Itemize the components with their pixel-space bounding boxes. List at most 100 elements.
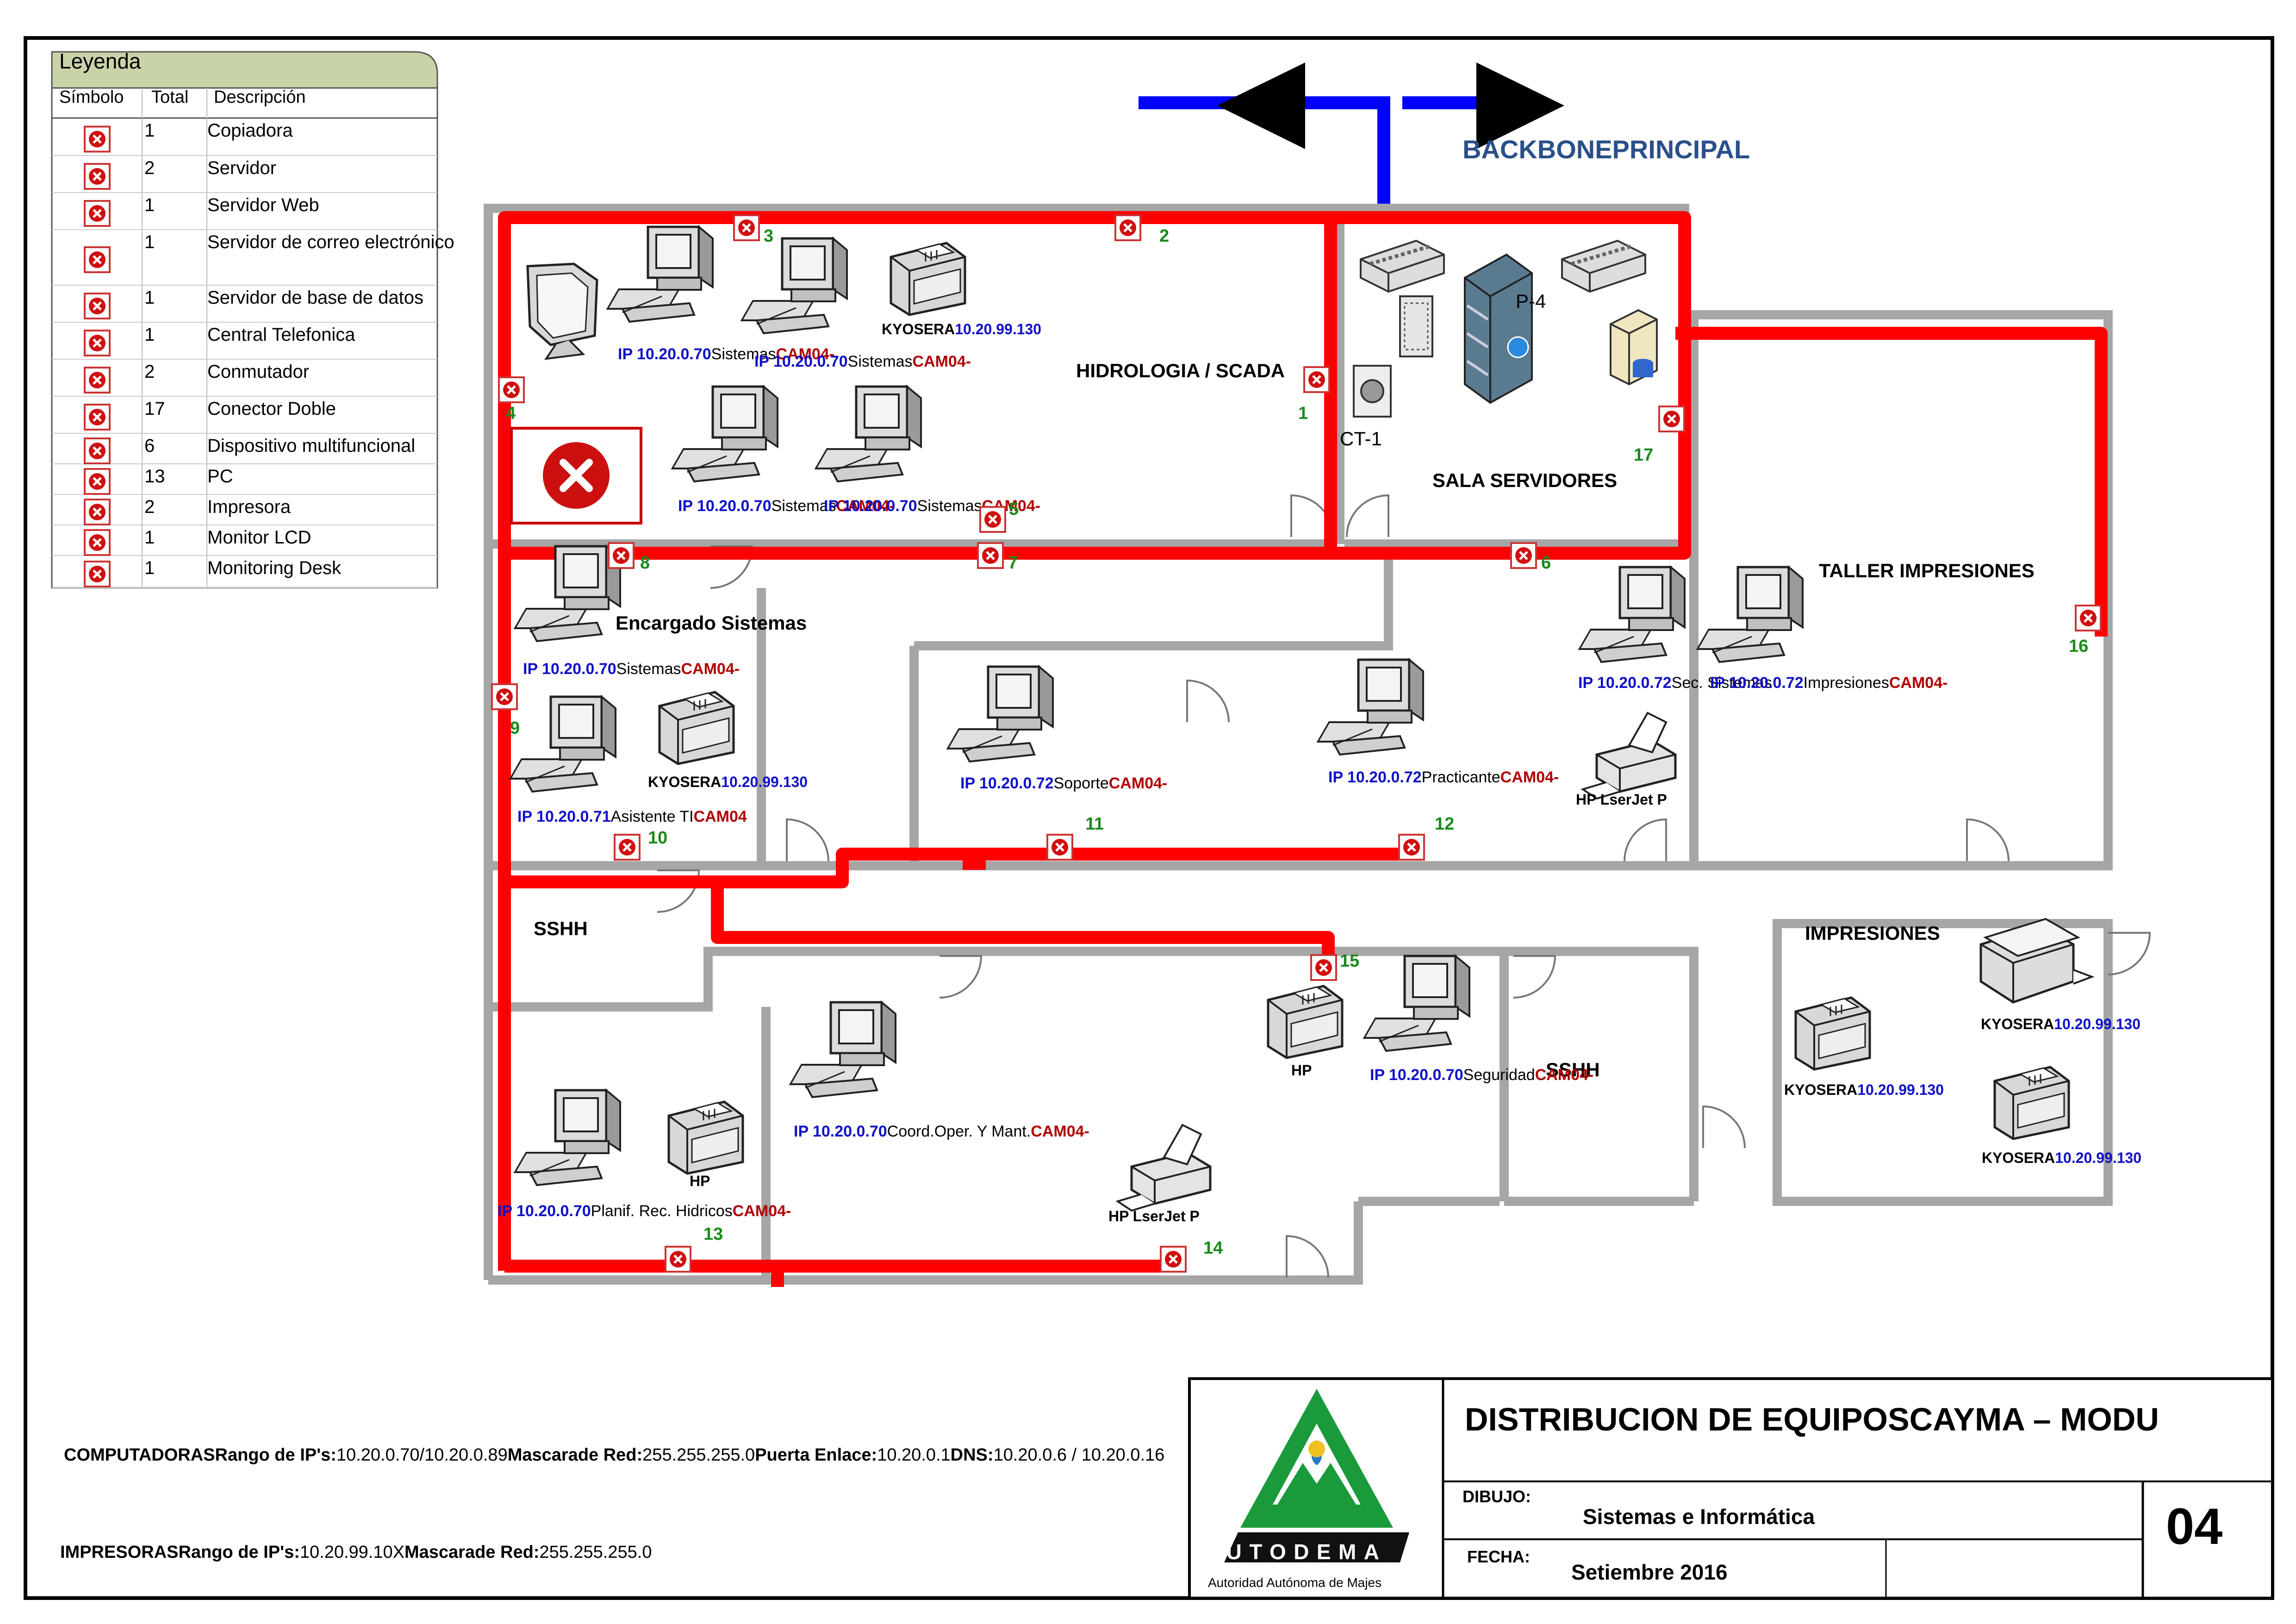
- pc-icon: [742, 238, 847, 333]
- switch-icon: [1360, 239, 1445, 293]
- legend-description: Central Telefonica: [207, 325, 355, 345]
- svg-text:6: 6: [1541, 553, 1551, 573]
- room-taller-impresiones: TALLER IMPRESIONES: [1819, 560, 2035, 581]
- room-sshh-mid: SSHH: [1546, 1059, 1600, 1081]
- printer-label: KYOSERA10.20.99.130: [1784, 1081, 1944, 1098]
- printer-label: KYOSERA10.20.99.130: [1982, 1149, 2141, 1166]
- printer-label: KYOSERA10.20.99.130: [648, 774, 808, 790]
- legend-total: 1: [144, 195, 155, 215]
- legend-description: Dispositivo multifuncional: [207, 436, 415, 456]
- legend-symbol-icon: [85, 331, 110, 356]
- legend-total: 1: [144, 527, 155, 548]
- laser-printer-icon: [1118, 1125, 1210, 1211]
- pc-icon: [1318, 660, 1423, 755]
- arrow-right-icon: [1476, 62, 1564, 149]
- legend-description: Conmutador: [207, 362, 309, 382]
- doors: [656, 494, 2151, 1279]
- pc-label: IP 10.20.0.70SistemasCAM04-: [678, 497, 895, 515]
- impresoras-info: IMPRESORASRango de IP's:10.20.99.10XMasc…: [60, 1543, 652, 1562]
- legend-total: 17: [144, 399, 165, 419]
- svg-text:1: 1: [1298, 404, 1308, 423]
- pc-label: IP 10.20.0.70SistemasCAM04-: [824, 497, 1040, 515]
- room-sshh-left: SSHH: [534, 918, 588, 939]
- room-labels: HIDROLOGIA / SCADA SALA SERVIDORES TALLE…: [534, 360, 2035, 1081]
- pc-label: IP 10.20.0.70Coord.Oper. Y Mant.CAM04-: [794, 1123, 1089, 1140]
- printer-label: KYOSERA10.20.99.130: [882, 321, 1041, 337]
- legend-symbol-icon: [85, 469, 110, 494]
- double-connector-icon: [1659, 406, 1684, 431]
- multifunction-printer-icon: [660, 692, 734, 764]
- server-rack-icon: [1464, 253, 1533, 404]
- ip-info: COMPUTADORASRango de IP's:10.20.0.70/10.…: [60, 1445, 1164, 1562]
- network-cables: [498, 211, 2108, 1287]
- monitor-lcd-icon: [526, 262, 598, 360]
- legend-symbol-icon: [85, 500, 110, 525]
- pc-icon: [515, 1090, 620, 1185]
- double-connector-icon: [1304, 367, 1329, 392]
- pc-icon: [790, 1002, 896, 1097]
- legend-header-total: Total: [151, 87, 188, 107]
- legend-symbol-icon: [85, 530, 110, 555]
- legend-symbol-icon: [85, 368, 110, 393]
- double-connector-icon: [2076, 606, 2101, 631]
- pc-icon: [510, 697, 616, 792]
- double-connector-icon: [734, 215, 759, 240]
- printer-icon: [669, 1102, 743, 1174]
- room-hidrologia: HIDROLOGIA / SCADA: [1076, 360, 1285, 381]
- pc-label: IP 10.20.0.70SeguridadCAM04-: [1370, 1066, 1593, 1084]
- monitoring-desk-icon: [510, 427, 642, 525]
- fecha-label: FECHA:: [1467, 1547, 1530, 1566]
- autodema-logo: [1224, 1389, 1409, 1562]
- multifunction-printer-icon: [1796, 998, 1870, 1069]
- legend-description: Monitor LCD: [207, 527, 311, 548]
- drawing-title: DISTRIBUCION DE EQUIPOSCAYMA – MODU: [1465, 1401, 2159, 1437]
- legend-description: Servidor Web: [207, 195, 319, 215]
- double-connector-icon: [980, 507, 1005, 532]
- legend-description: Monitoring Desk: [207, 558, 342, 578]
- legend-symbol-icon: [85, 405, 110, 430]
- legend-header-symbol: Símbolo: [59, 87, 124, 107]
- p4-label: P-4: [1516, 290, 1546, 312]
- fecha-value: Setiembre 2016: [1571, 1560, 1728, 1584]
- pc-icon: [948, 667, 1053, 762]
- legend-total: 2: [144, 158, 155, 178]
- pc-icon: [816, 387, 921, 481]
- legend-symbol-icon: [85, 164, 110, 189]
- printer-labels: KYOSERA10.20.99.130 KYOSERA10.20.99.130 …: [648, 321, 2141, 1166]
- legend-total: 13: [144, 466, 165, 487]
- svg-text:17: 17: [1634, 445, 1653, 465]
- svg-text:5: 5: [1009, 500, 1019, 519]
- svg-text:16: 16: [2069, 637, 2088, 656]
- pc-icon: [1698, 567, 1803, 662]
- legend-total: 2: [144, 362, 155, 382]
- double-connector-icon: [1311, 955, 1336, 980]
- server-room-equipment: CT-1 P-4: [1340, 239, 1658, 450]
- pc-label: IP 10.20.0.72SoporteCAM04-: [960, 775, 1167, 792]
- legend-title: Leyenda: [59, 49, 141, 73]
- arrow-left-icon: [1217, 62, 1305, 149]
- pc-label: IP 10.20.0.70SistemasCAM04-: [618, 345, 834, 363]
- room-impresiones: IMPRESIONES: [1805, 922, 1940, 944]
- logo-subtitle: Autoridad Autónoma de Majes: [1208, 1575, 1381, 1590]
- svg-text:4: 4: [506, 404, 516, 423]
- legend-total: 1: [144, 232, 155, 252]
- backbone: BACKBONEPRINCIPAL: [1139, 62, 1750, 213]
- double-connector-icon: [499, 377, 524, 402]
- hp-label: HP: [1291, 1062, 1312, 1079]
- legend-total: 1: [144, 287, 155, 308]
- dibujo-label: DIBUJO:: [1462, 1487, 1531, 1506]
- legend-symbol-icon: [85, 247, 110, 272]
- pc-label: IP 10.20.0.72ImpresionesCAM04-: [1710, 674, 1948, 692]
- svg-text:12: 12: [1435, 814, 1454, 834]
- multifunction-printer-icon: [891, 243, 965, 315]
- svg-text:13: 13: [703, 1224, 723, 1244]
- printers: [660, 243, 2095, 1211]
- copier-icon: [1979, 918, 2095, 1004]
- double-connector-icon: [1047, 835, 1072, 860]
- legend-symbol-icon: [85, 294, 110, 319]
- svg-text:15: 15: [1340, 951, 1359, 971]
- pc-icon: [515, 546, 620, 641]
- printer-icon: [1268, 986, 1342, 1058]
- legend-total: 2: [144, 497, 155, 517]
